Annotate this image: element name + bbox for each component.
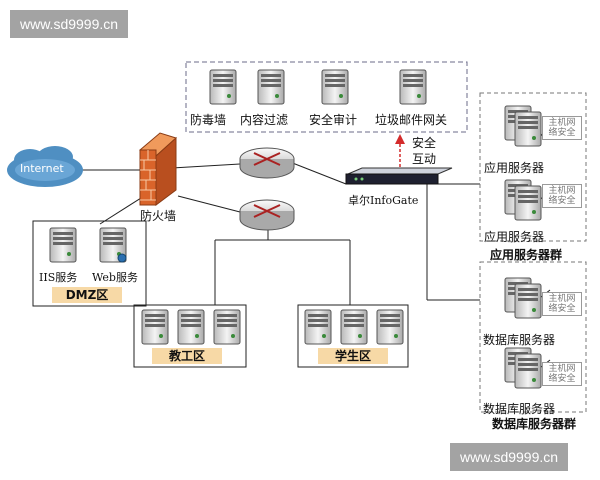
infogate-appliance-icon <box>345 167 453 185</box>
interaction-label-1: 安全 <box>412 136 437 150</box>
host-security-tag: 主机网络安全 <box>542 116 582 140</box>
db-server-icon <box>504 277 542 319</box>
student-server-icon <box>376 309 404 345</box>
firewall-icon <box>139 132 177 206</box>
host-security-tag: 主机网络安全 <box>542 292 582 316</box>
host-security-tag: 主机网络安全 <box>542 184 582 208</box>
dmz-box <box>32 220 147 307</box>
student-zone-box <box>297 304 409 368</box>
antivirus-server-icon <box>209 69 237 105</box>
antivirus-label: 防毒墙 <box>190 113 227 127</box>
staff-server-icon <box>177 309 205 345</box>
staff-zone-label: 教工区 <box>152 348 222 364</box>
staff-server-icon <box>141 309 169 345</box>
content-filter-label: 内容过滤 <box>240 113 289 127</box>
audit-label: 安全审计 <box>309 113 358 127</box>
db-server-group-label: 数据库服务器群 <box>492 417 577 431</box>
app-server-label: 应用服务器 <box>484 230 545 244</box>
app-server-icon <box>504 179 542 221</box>
infogate-label: 卓尔InfoGate <box>348 194 419 207</box>
audit-server-icon <box>321 69 349 105</box>
student-server-icon <box>340 309 368 345</box>
security-modules-box <box>185 61 468 133</box>
staff-zone-box <box>133 304 247 368</box>
watermark-bottom: www.sd9999.cn <box>450 443 569 471</box>
student-zone-label: 学生区 <box>318 348 388 364</box>
db-server-label: 数据库服务器 <box>483 333 556 347</box>
interaction-label-2: 互动 <box>412 152 437 166</box>
globe-icon <box>117 253 127 263</box>
dmz-zone-label: DMZ区 <box>52 287 122 303</box>
db-server-label: 数据库服务器 <box>483 402 556 416</box>
internet-cloud-icon <box>7 146 83 187</box>
staff-server-icon <box>213 309 241 345</box>
watermark-top: www.sd9999.cn <box>10 10 129 38</box>
firewall-label: 防火墙 <box>140 209 177 223</box>
iis-label: IIS服务 <box>39 271 78 284</box>
content-filter-server-icon <box>257 69 285 105</box>
app-server-group-label: 应用服务器群 <box>490 248 563 262</box>
host-security-tag: 主机网络安全 <box>542 362 582 386</box>
core-router-icon <box>239 147 295 179</box>
app-server-label: 应用服务器 <box>484 161 545 175</box>
iis-server-icon <box>49 227 77 263</box>
db-server-icon <box>504 347 542 389</box>
db-server-group-box <box>479 261 587 413</box>
mail-gateway-label: 垃圾邮件网关 <box>375 113 448 127</box>
access-router-icon <box>239 199 295 231</box>
app-server-group-box <box>479 92 587 242</box>
web-label: Web服务 <box>92 271 138 284</box>
mail-gateway-server-icon <box>399 69 427 105</box>
arrow-head-icon <box>395 134 405 144</box>
internet-label: Internet <box>20 162 64 175</box>
app-server-icon <box>504 105 542 147</box>
student-server-icon <box>304 309 332 345</box>
